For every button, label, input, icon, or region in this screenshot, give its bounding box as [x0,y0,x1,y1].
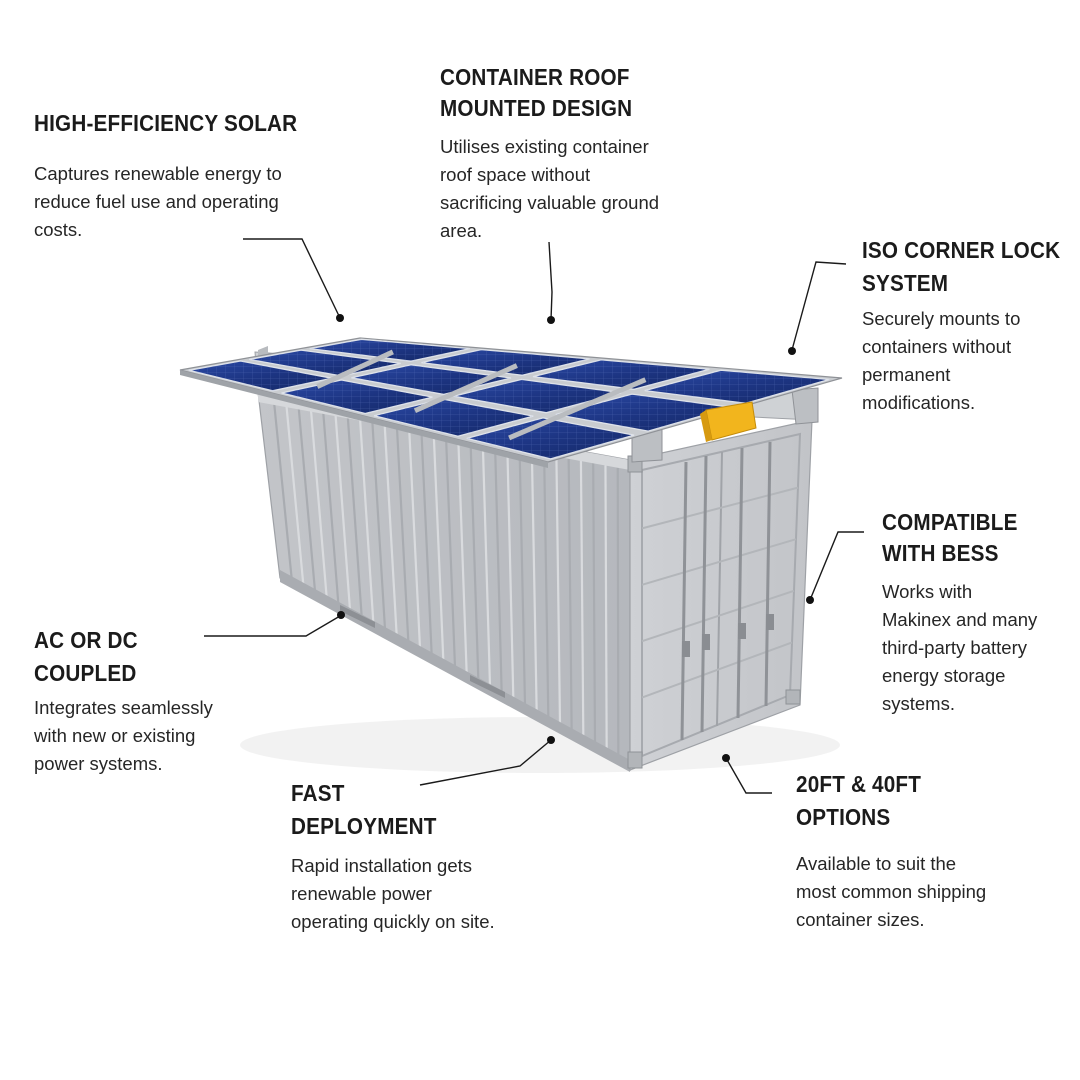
callout-line-iso [791,261,847,351]
callout-dots [336,314,814,762]
callout-line-bess [809,531,864,601]
feature-description: Captures renewable energy to reduce fuel… [34,163,282,240]
feature-title: 20FT & 40FT OPTIONS [796,771,922,830]
callout-lines [204,238,864,794]
feature-description: Works with Makinex and many third-party … [882,581,1038,714]
callout-line-coupled [204,615,341,637]
feature-ac-or-dc-coupled: AC OR DC COUPLED Integrates seamlessly w… [34,624,254,778]
feature-high-efficiency-solar: HIGH-EFFICIENCY SOLAR Captures renewable… [34,108,334,244]
feature-title: CONTAINER ROOF MOUNTED DESIGN [440,64,633,121]
feature-title: COMPATIBLE WITH BESS [882,509,1018,566]
feature-iso-corner-lock: ISO CORNER LOCK SYSTEM Securely mounts t… [862,234,1072,417]
callout-line-sizes [725,757,772,794]
door-locking-bars [680,441,774,741]
feature-title: FAST DEPLOYMENT [291,780,437,839]
callout-line-solar [243,238,341,319]
feature-description: Securely mounts to containers without pe… [862,308,1021,413]
feature-description: Rapid installation gets renewable power … [291,855,495,932]
solar-panel-array [179,337,843,468]
side-corrugation [273,404,620,756]
feature-title: HIGH-EFFICIENCY SOLAR [34,110,298,136]
feature-20ft-40ft-options: 20FT & 40FT OPTIONS Available to suit th… [796,768,1026,934]
iso-corner-lock-icon [700,401,757,442]
feature-roof-mounted-design: CONTAINER ROOF MOUNTED DESIGN Utilises e… [440,62,700,245]
feature-fast-deployment: FAST DEPLOYMENT Rapid installation gets … [291,777,541,936]
callout-line-roof [548,241,553,321]
ground-shadow [240,717,840,773]
container-door-face [627,419,813,771]
callout-line-deploy [419,739,552,786]
feature-title: ISO CORNER LOCK SYSTEM [862,237,1061,296]
feature-description: Available to suit the most common shippi… [796,853,987,930]
feature-compatible-with-bess: COMPATIBLE WITH BESS Works with Makinex … [882,507,1072,718]
feature-description: Integrates seamlessly with new or existi… [34,697,213,774]
feature-description: Utilises existing container roof space w… [440,136,660,241]
feature-title: AC OR DC COUPLED [34,627,138,686]
